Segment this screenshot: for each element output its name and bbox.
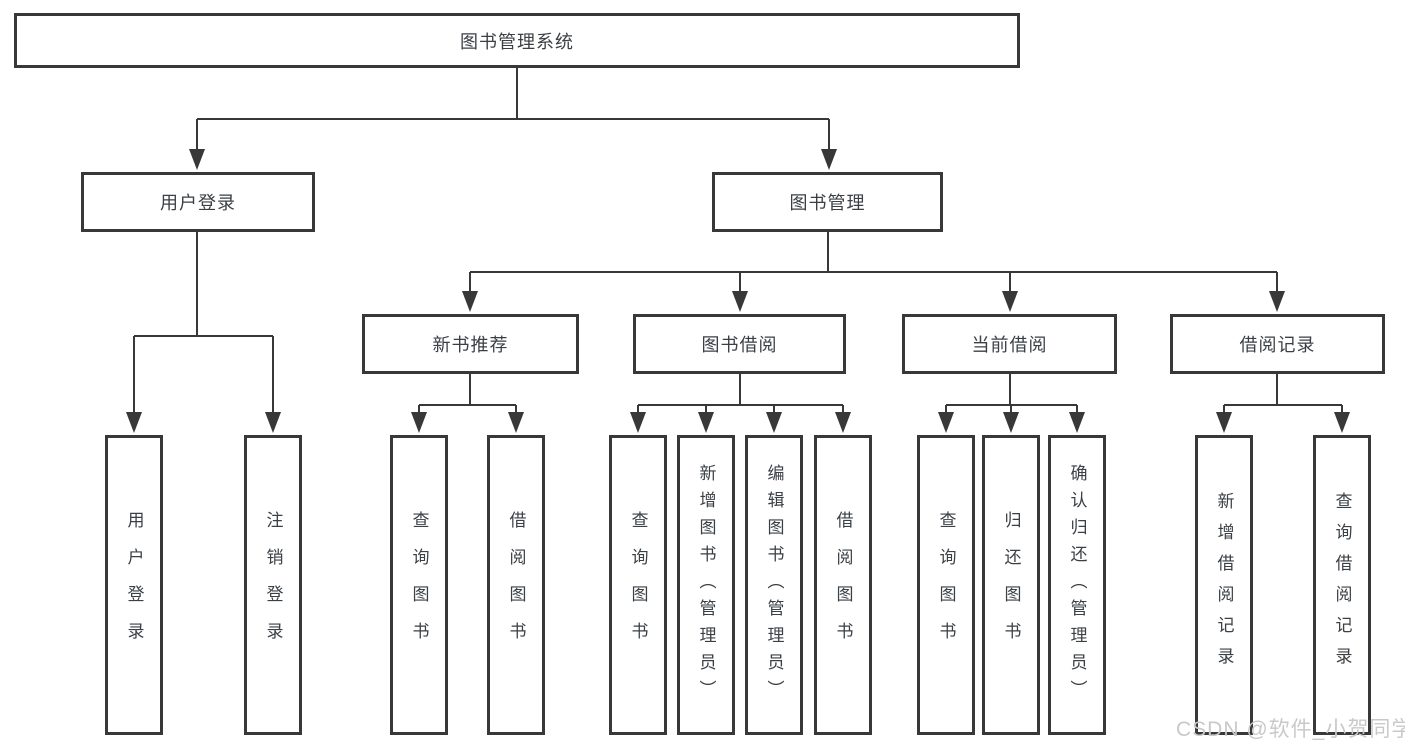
arrowhead xyxy=(508,412,524,433)
node-label: 用户登录 xyxy=(160,193,236,213)
arrowhead xyxy=(189,149,205,170)
node-book-management: 图书管理 xyxy=(712,172,943,232)
leaf-label: 归还图书 xyxy=(1001,511,1021,659)
node-label: 当前借阅 xyxy=(971,335,1048,355)
leaf-label: 查询图书 xyxy=(409,511,429,659)
node-label: 图书管理系统 xyxy=(460,31,574,52)
arrowhead xyxy=(1269,291,1285,312)
connector-root-to-level2 xyxy=(196,68,830,151)
leaf-label: 编辑图书（管理员） xyxy=(764,463,784,707)
leaf-label: 新增图书（管理员） xyxy=(696,463,716,707)
leaf-label: 新增借阅记录 xyxy=(1214,492,1234,678)
node-label: 新书推荐 xyxy=(432,335,509,355)
leaf-recommend-query-books: 查询图书 xyxy=(390,435,448,735)
leaf-label: 查询图书 xyxy=(936,511,956,659)
node-user-login: 用户登录 xyxy=(81,172,315,232)
connector-userlogin-to-leaves xyxy=(133,232,274,413)
arrowhead xyxy=(462,291,478,312)
leaf-borrow-books: 借阅图书 xyxy=(814,435,872,735)
leaf-label: 借阅图书 xyxy=(833,511,853,659)
leaf-label: 借阅图书 xyxy=(506,511,526,659)
arrowhead xyxy=(630,412,646,433)
arrowhead xyxy=(698,412,714,433)
node-book-borrow: 图书借阅 xyxy=(633,314,846,374)
leaf-add-borrow-record: 新增借阅记录 xyxy=(1195,435,1253,735)
arrowhead xyxy=(1002,291,1018,312)
arrowhead xyxy=(126,412,142,433)
leaf-recommend-borrow-books: 借阅图书 xyxy=(487,435,545,735)
connector-borrow-to-leaves xyxy=(637,374,844,413)
connector-records-to-leaves xyxy=(1223,374,1343,413)
leaf-confirm-return-admin: 确认归还（管理员） xyxy=(1048,435,1106,735)
arrowhead xyxy=(732,291,748,312)
leaf-current-query-books: 查询图书 xyxy=(917,435,975,735)
arrowhead xyxy=(1069,412,1085,433)
leaf-add-book-admin: 新增图书（管理员） xyxy=(677,435,735,735)
arrowhead xyxy=(411,412,427,433)
node-label: 图书管理 xyxy=(789,193,866,213)
leaf-label: 查询借阅记录 xyxy=(1332,492,1352,678)
arrowhead xyxy=(821,149,837,170)
node-root-system: 图书管理系统 xyxy=(14,13,1020,68)
leaf-label: 用户登录 xyxy=(124,511,144,659)
node-current-borrow: 当前借阅 xyxy=(902,314,1117,374)
arrowhead xyxy=(265,412,281,433)
connector-current-to-leaves xyxy=(945,374,1078,413)
leaf-borrow-query-books: 查询图书 xyxy=(609,435,667,735)
arrowhead xyxy=(1334,412,1350,433)
arrowhead xyxy=(1003,412,1019,433)
node-new-book-recommend: 新书推荐 xyxy=(362,314,579,374)
watermark: CSDN @软件_小贺同学 xyxy=(1176,718,1405,741)
node-label: 借阅记录 xyxy=(1239,335,1316,355)
leaf-label: 确认归还（管理员） xyxy=(1067,463,1087,707)
node-borrow-records: 借阅记录 xyxy=(1170,314,1385,374)
arrowhead xyxy=(938,412,954,433)
leaf-edit-book-admin: 编辑图书（管理员） xyxy=(745,435,803,735)
arrowhead xyxy=(766,412,782,433)
node-label: 图书借阅 xyxy=(701,335,778,355)
connector-bookmgmt-to-level3 xyxy=(469,232,1278,292)
leaf-label: 查询图书 xyxy=(628,511,648,659)
arrowhead xyxy=(835,412,851,433)
arrowhead xyxy=(1216,412,1232,433)
leaf-logout: 注销登录 xyxy=(244,435,302,735)
leaf-label: 注销登录 xyxy=(263,511,283,659)
connector-recommend-to-leaves xyxy=(418,374,517,413)
leaf-query-borrow-record: 查询借阅记录 xyxy=(1313,435,1371,735)
leaf-return-books: 归还图书 xyxy=(982,435,1040,735)
leaf-user-login: 用户登录 xyxy=(105,435,163,735)
